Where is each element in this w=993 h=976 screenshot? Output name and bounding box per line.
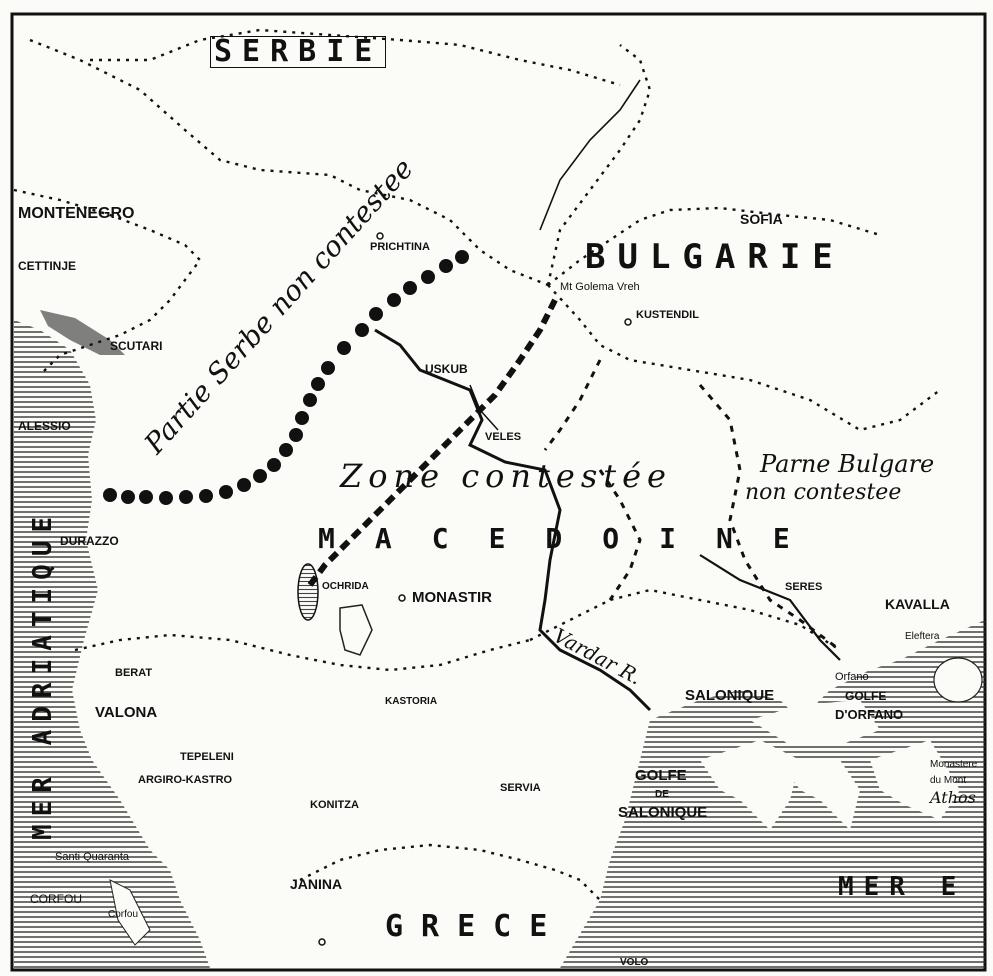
town-kastoria: KASTORIA [385,696,438,707]
bulgarian-claim-line [307,298,558,587]
label-golfe-orfano-1: GOLFE [845,689,887,703]
label-golfe-salonique-2: DE [655,789,669,800]
town-janina: JANINA [290,876,343,892]
town-eleftera: Eleftera [905,631,940,642]
town-cettinje: CETTINJE [18,259,77,273]
label-golfe-salonique-3: SALONIQUE [618,804,708,821]
town-kavalla: KAVALLA [885,596,950,612]
label-serbie: SERBIE [210,36,392,68]
label-golfe-salonique-1: GOLFE [635,767,687,784]
thasos-island [933,657,983,703]
vardar-river [374,328,652,712]
label-golfe-orfano-2: D'ORFANO [835,707,904,722]
label-partie-bulgare-1: Parne Bulgare [760,450,935,478]
serbian-claim-line [103,250,469,505]
town-veles: VELES [485,431,522,443]
label-zone-contestee: Zone contestée [340,457,672,495]
chalcidice [700,740,800,830]
town-tepeleni: TEPELENI [180,751,234,763]
town-scutari: SCUTARI [110,339,163,353]
town-prichtina: PRICHTINA [370,241,430,253]
label-partie-bulgare-2: non contestee [745,480,902,505]
label-montenegro: MONTENEGRO [18,205,135,222]
map-frame [10,12,987,972]
label-adriatique: MER ADRIATIQUE [28,508,58,840]
town-uskub: USKUB [425,362,468,376]
town-corfou-small: Corfou [108,909,139,920]
town-orfano: Orfano [835,671,869,683]
town-valona: VALONA [95,704,158,721]
label-bulgarie: BULGARIE [585,237,845,277]
label-mer-e: MER E [838,872,967,902]
town-durazzo: DURAZZO [60,534,119,548]
town-golema-vreh: Mt Golema Vreh [560,281,640,293]
town-argirokastro: ARGIRO-KASTRO [138,774,233,786]
lake-scutari [40,310,125,355]
town-salonique: SALONIQUE [685,687,775,704]
river-4 [539,79,641,231]
town-santi-quaranta: Santi Quaranta [55,851,129,863]
town-servia: SERVIA [500,782,541,794]
town-kustendil: KUSTENDIL [636,309,699,321]
zone-lines [543,359,841,652]
town-monastir: MONASTIR [412,589,492,606]
town-alessio: ALESSIO [18,419,71,433]
town-konitza: KONITZA [310,799,359,811]
town-sofia: SOFIA [740,211,783,227]
town-seres: SERES [785,581,823,593]
town-volo: VOLO [620,957,649,968]
label-du-mont: du Mont [930,775,967,786]
river-3 [699,554,841,661]
label-monastere: Monastere [930,759,978,770]
label-grece: GRECE [385,909,566,944]
label-athos: Athos [930,788,976,807]
label-macedoine: MACEDOINE [318,522,830,555]
adriatic-sea [14,320,210,968]
town-berat: BERAT [115,667,153,679]
lake-prespa [339,604,373,656]
town-ochrida: OCHRIDA [322,581,369,592]
lake-ochrida [297,563,319,621]
borders [13,28,941,901]
town-dots [318,232,632,946]
corfu-island [109,879,151,946]
town-corfou: CORFOU [30,892,82,906]
